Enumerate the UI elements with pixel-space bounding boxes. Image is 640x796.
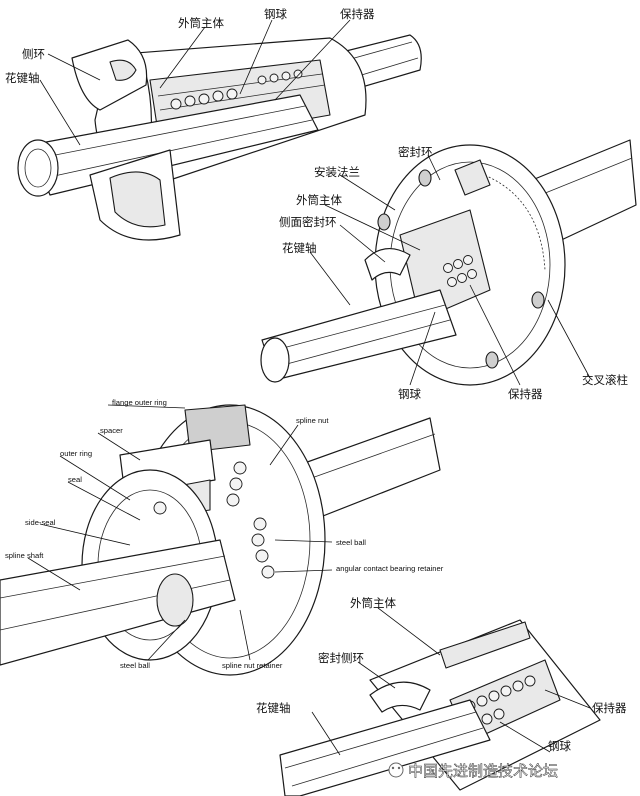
label-spacer: spacer xyxy=(100,426,123,435)
label-spline-nut-retainer: spline nut retainer xyxy=(222,661,283,670)
leader-spline-nut-retainer xyxy=(239,609,251,661)
label-seal-side-ring: 密封侧环 xyxy=(318,651,364,665)
bolt-hole xyxy=(485,351,499,369)
label-spline-shaft-3: spline shaft xyxy=(5,551,44,560)
leader-seal-side-ring xyxy=(357,661,396,689)
leader-flange-outer-ring xyxy=(107,404,186,409)
label-crossed-roller: 交叉滚柱 xyxy=(582,373,628,387)
leader-steel-ball-1 xyxy=(239,19,273,95)
leader-seal xyxy=(67,481,141,521)
leader-spline-shaft-2 xyxy=(309,251,351,306)
label-outer-tube-4: 外筒主体 xyxy=(350,596,396,610)
leader-steel-ball-3 xyxy=(274,539,333,543)
watermark-text: 中国先进制造技术论坛 xyxy=(408,762,558,780)
label-spline-nut: spline nut xyxy=(296,416,329,425)
label-side-seal: side-seal xyxy=(25,518,56,527)
label-angular-retainer: angular contact bearing retainer xyxy=(336,564,444,573)
leader-crossed-roller xyxy=(547,299,591,379)
roller-balls-2 xyxy=(443,255,477,287)
label-steel-ball-3: steel ball xyxy=(336,538,366,547)
figure-4-ball-spline-cutaway: 外筒主体 密封侧环 花键轴 保持器 钢球 xyxy=(256,596,627,796)
seal-side-ring xyxy=(369,681,431,713)
leader-retainer-4 xyxy=(544,689,591,709)
watermark: 中国先进制造技术论坛 xyxy=(388,762,558,780)
leader-retainer-2 xyxy=(469,284,521,386)
leader-retainer-1 xyxy=(274,19,351,101)
leader-side-seal xyxy=(339,224,386,263)
leader-seal-ring xyxy=(427,154,441,181)
label-retainer-2: 保持器 xyxy=(508,387,543,401)
bolt-hole xyxy=(418,169,432,187)
label-mount-flange: 安装法兰 xyxy=(314,165,360,179)
bolt-hole xyxy=(377,213,391,231)
leader-spline-nut xyxy=(269,424,299,466)
label-retainer-1: 保持器 xyxy=(340,7,375,21)
label-outer-tube-2: 外筒主体 xyxy=(296,193,342,207)
leader-outer-tube-1 xyxy=(159,26,206,89)
leader-outer-tube-2 xyxy=(324,204,421,251)
leader-side-ring xyxy=(47,53,101,81)
label-steel-ball-2: 钢球 xyxy=(398,387,421,401)
leader-outer-tube-4 xyxy=(377,607,441,656)
shaft-end-face xyxy=(17,139,59,197)
leader-mount-flange xyxy=(339,174,396,211)
label-side-seal-ring: 侧面密封环 xyxy=(279,215,337,229)
label-steel-ball-1: 钢球 xyxy=(264,7,287,21)
leader-outer-ring xyxy=(59,455,131,501)
label-steel-ball-5: 钢球 xyxy=(548,739,571,753)
leader-steel-ball-2 xyxy=(409,311,436,386)
label-seal-ring: 密封环 xyxy=(398,145,433,159)
label-spline-shaft-1: 花键轴 xyxy=(5,71,40,85)
side-ring-part xyxy=(71,39,148,111)
leader-spline-shaft-1 xyxy=(39,79,81,146)
side-seal-ring xyxy=(364,248,411,281)
leader-spline-shaft-4 xyxy=(311,711,341,756)
label-spline-shaft-2: 花键轴 xyxy=(282,241,317,255)
leader-spline-shaft-3 xyxy=(27,557,81,591)
label-outer-tube-1: 外筒主体 xyxy=(178,16,224,30)
leader-side-seal xyxy=(39,523,131,546)
angular-contact-balls xyxy=(153,461,275,579)
leader-steel-ball-4 xyxy=(147,619,186,661)
label-steel-ball-4: steel ball xyxy=(120,661,150,670)
leader-steel-ball-5 xyxy=(499,721,551,753)
label-outer-ring: outer ring xyxy=(60,449,92,458)
spline-shaft-part-3 xyxy=(0,539,236,666)
label-retainer-4: 保持器 xyxy=(592,701,627,715)
label-side-ring: 侧环 xyxy=(22,47,45,61)
bolt-hole xyxy=(531,291,545,309)
ball-row xyxy=(170,69,303,110)
figure-3-spline-nut-assembly: flange outer ring spline nut spacer oute… xyxy=(0,398,444,676)
figure-1-linear-spline-bearing: 外筒主体 钢球 保持器 侧环 花键轴 xyxy=(5,7,422,241)
label-seal: seal xyxy=(68,475,82,484)
label-flange-outer-ring: flange outer ring xyxy=(112,398,167,407)
wechat-icon xyxy=(388,762,404,778)
label-spline-shaft-4: 花键轴 xyxy=(256,701,291,715)
figure-2-rotary-spline-bearing: 密封环 安装法兰 外筒主体 侧面密封环 花键轴 钢球 保持器 交叉滚柱 xyxy=(260,139,637,401)
leader-spacer xyxy=(97,432,141,461)
leader-angular-retainer xyxy=(274,569,333,573)
